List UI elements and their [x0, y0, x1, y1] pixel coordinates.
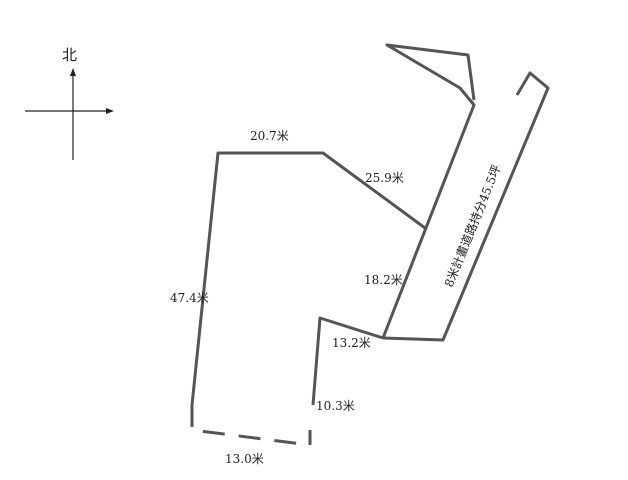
east-arrow-icon — [106, 108, 114, 114]
north-arrow-icon — [70, 68, 76, 76]
road-strip — [381, 43, 550, 342]
dim-upper-right: 25.9米 — [365, 171, 404, 185]
dim-right-mid: 18.2米 — [364, 273, 403, 287]
dim-top: 20.7米 — [250, 129, 289, 143]
north-label: 北 — [62, 46, 77, 64]
road-left-edge — [381, 43, 476, 339]
lot-boundary-dashed — [190, 405, 312, 447]
dim-step: 13.2米 — [332, 336, 371, 350]
road-right-edge — [382, 71, 550, 342]
dim-lower-right: 10.3米 — [316, 399, 355, 413]
dim-left: 47.4米 — [170, 291, 209, 305]
lot-boundary-top — [190, 151, 426, 406]
lot-boundary-step — [311, 316, 384, 406]
lot-outline — [190, 151, 426, 447]
compass: 北 — [25, 46, 114, 160]
dim-bottom: 13.0米 — [225, 452, 264, 466]
